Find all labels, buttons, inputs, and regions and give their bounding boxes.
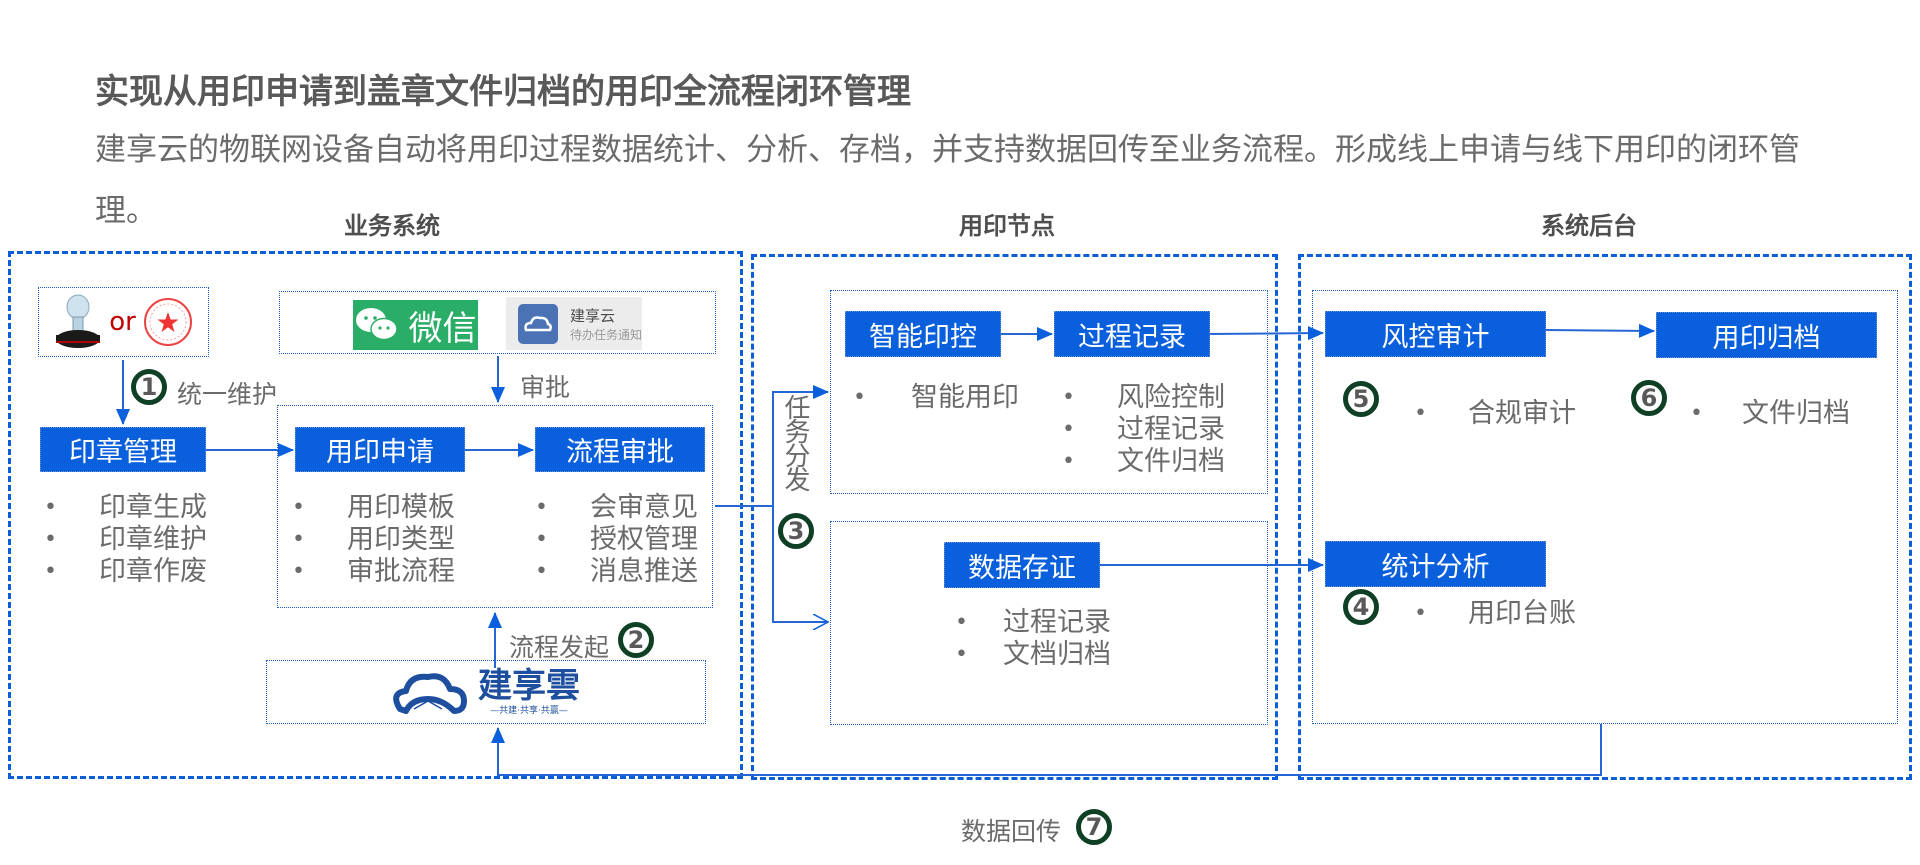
- list-item: 文件归档: [1062, 446, 1225, 478]
- brand-name: 建享雲: [478, 665, 580, 706]
- wechat-label: 微信: [408, 308, 477, 349]
- list-item: 印章作废: [44, 556, 207, 588]
- page-subtitle: 建享云的物联网设备自动将用印过程数据统计、分析、存档，并支持数据回传至业务流程。…: [95, 132, 1800, 229]
- list-item: 智能用印: [853, 382, 1019, 414]
- list-item: 文档归档: [955, 639, 1111, 671]
- seal-control-group-box: [830, 290, 1268, 494]
- smart-seal-control-box[interactable]: 智能印控: [845, 311, 1001, 357]
- app-notification: 建享云 待办任务通知: [506, 297, 642, 350]
- stats-analysis-box[interactable]: 统计分析: [1325, 541, 1546, 587]
- process-record-box[interactable]: 过程记录: [1054, 311, 1210, 357]
- smart-seal-control-list: 智能用印: [853, 382, 1019, 414]
- seal-image-box: or: [38, 287, 209, 357]
- page-title: 实现从用印申请到盖章文件归档的用印全流程闭环管理: [95, 72, 911, 112]
- section-title-seal-node: 用印节点: [959, 212, 1055, 240]
- wechat-logo: 微信: [353, 300, 478, 350]
- step-badge-1: 1: [131, 369, 167, 405]
- app-subtitle: 待办任务通知: [570, 327, 643, 342]
- list-item: 消息推送: [535, 556, 698, 588]
- seal-archive-box[interactable]: 用印归档: [1656, 312, 1877, 358]
- data-evidence-box[interactable]: 数据存证: [944, 542, 1100, 588]
- list-item: 印章生成: [44, 492, 207, 524]
- seal-management-box[interactable]: 印章管理: [40, 427, 206, 472]
- wechat-icon: [355, 308, 398, 341]
- stats-analysis-list: 用印台账: [1414, 598, 1576, 630]
- backend-group-box: [1312, 290, 1898, 724]
- seal-stamp-icon: [56, 294, 101, 348]
- list-item: 文件归档: [1690, 398, 1850, 430]
- section-title-backend: 系统后台: [1541, 212, 1637, 240]
- brand-box: 建享雲 —共建·共享·共赢—: [266, 660, 706, 724]
- data-return-label: 数据回传: [961, 817, 1062, 846]
- cloud-logo-icon: [393, 673, 467, 714]
- risk-audit-list: 合规审计: [1414, 398, 1576, 430]
- list-item: 风险控制: [1062, 382, 1225, 414]
- step-badge-6: 6: [1631, 380, 1667, 416]
- red-seal-icon: [143, 298, 192, 346]
- process-record-list: 风险控制 过程记录 文件归档: [1062, 382, 1225, 478]
- step1-label: 统一维护: [177, 380, 278, 409]
- list-item: 用印模板: [292, 492, 455, 524]
- list-item: 过程记录: [1062, 414, 1225, 446]
- data-evidence-list: 过程记录 文档归档: [955, 607, 1111, 671]
- seal-management-list: 印章生成 印章维护 印章作废: [44, 492, 207, 588]
- or-label: or: [109, 307, 136, 337]
- app-name: 建享云: [570, 306, 616, 325]
- step-badge-2: 2: [618, 622, 654, 658]
- step-badge-5: 5: [1343, 381, 1379, 417]
- seal-application-list: 用印模板 用印类型 审批流程: [292, 492, 455, 588]
- list-item: 授权管理: [535, 524, 698, 556]
- list-item: 审批流程: [292, 556, 455, 588]
- list-item: 印章维护: [44, 524, 207, 556]
- list-item: 用印类型: [292, 524, 455, 556]
- backend-section: [1298, 254, 1912, 780]
- business-section: [8, 251, 743, 779]
- step-badge-7: 7: [1076, 809, 1112, 845]
- section-title-business: 业务系统: [344, 212, 440, 240]
- seal-archive-list: 文件归档: [1690, 398, 1850, 430]
- notification-box: [279, 291, 716, 354]
- approve-label: 审批: [520, 373, 571, 402]
- seal-application-box[interactable]: 用印申请: [295, 427, 465, 472]
- risk-audit-box[interactable]: 风控审计: [1325, 311, 1546, 357]
- step-badge-4: 4: [1343, 589, 1379, 625]
- cloud-icon: [518, 303, 558, 344]
- list-item: 会审意见: [535, 492, 698, 524]
- list-item: 用印台账: [1414, 598, 1576, 630]
- step-badge-3: 3: [778, 513, 814, 549]
- flow-approval-box[interactable]: 流程审批: [535, 427, 705, 472]
- brand-tagline: —共建·共享·共赢—: [490, 705, 568, 716]
- list-item: 合规审计: [1414, 398, 1576, 430]
- application-group-box: [277, 405, 713, 608]
- seal-node-section: [751, 254, 1278, 780]
- flow-approval-list: 会审意见 授权管理 消息推送: [535, 492, 698, 588]
- step2-label: 流程发起: [509, 633, 610, 662]
- dispatch-label: 任务分发: [780, 394, 810, 490]
- list-item: 过程记录: [955, 607, 1111, 639]
